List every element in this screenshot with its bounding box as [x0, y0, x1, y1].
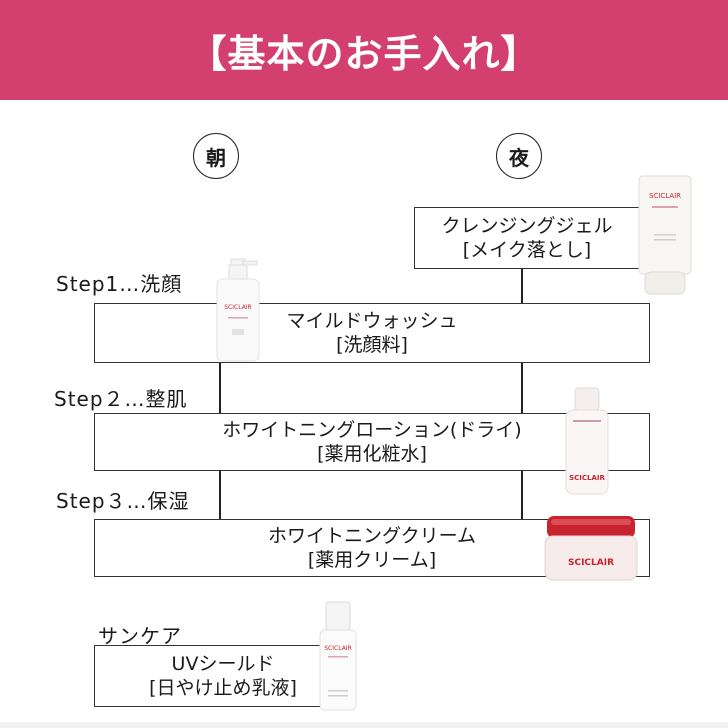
step1-card: マイルドウォッシュ [洗顔料] — [94, 303, 650, 363]
footer-divider — [0, 722, 728, 728]
suncare-category: [日やけ止め乳液] — [149, 677, 297, 699]
connector-line — [219, 470, 221, 520]
whitening-lotion-bottle-image: SCICLAIR — [565, 387, 609, 495]
cleansing-name: クレンジングジェル — [441, 215, 613, 237]
tube-brand-text: SCICLAIR — [649, 192, 681, 200]
step1-category: [洗顔料] — [336, 334, 408, 356]
cream-brand-text: SCICLAIR — [568, 558, 614, 568]
cleansing-category: [メイク落とし] — [462, 239, 592, 261]
step1-label: Step1…洗顔 — [56, 268, 183, 297]
page-title: 【基本のお手入れ】 — [188, 30, 540, 76]
step1-name: マイルドウォッシュ — [286, 310, 458, 332]
step3-category: [薬用クリーム] — [307, 549, 437, 571]
step2-name: ホワイトニングローション(ドライ) — [222, 419, 522, 441]
morning-badge: 朝 — [193, 133, 239, 179]
night-badge: 夜 — [496, 133, 542, 179]
suncare-card: UVシールド [日やけ止め乳液] — [94, 645, 352, 707]
step2-label: Step２…整肌 — [54, 383, 188, 412]
cleansing-card: クレンジングジェル [メイク落とし] — [414, 207, 640, 269]
whitening-cream-jar-image: SCICLAIR — [544, 516, 638, 581]
pump-brand-text: SCICLAIR — [224, 304, 251, 311]
lotion-brand-text: SCICLAIR — [569, 474, 605, 482]
connector-line — [521, 470, 523, 520]
uv-shield-bottle-image: SCICLAIR — [319, 601, 357, 711]
mild-wash-pump-image: SCICLAIR — [216, 258, 260, 362]
connector-line — [521, 362, 523, 414]
cleansing-gel-tube-image: SCICLAIR — [638, 175, 692, 295]
connector-line — [521, 268, 523, 304]
step3-label: Step３…保湿 — [56, 485, 190, 514]
uv-brand-text: SCICLAIR — [324, 645, 351, 652]
suncare-label: サンケア — [98, 620, 182, 649]
step2-card: ホワイトニングローション(ドライ) [薬用化粧水] — [94, 413, 650, 471]
suncare-name: UVシールド — [171, 653, 275, 675]
step3-name: ホワイトニングクリーム — [267, 525, 477, 547]
connector-line — [219, 362, 221, 414]
step2-category: [薬用化粧水] — [317, 443, 427, 465]
header-banner: 【基本のお手入れ】 — [0, 0, 728, 100]
